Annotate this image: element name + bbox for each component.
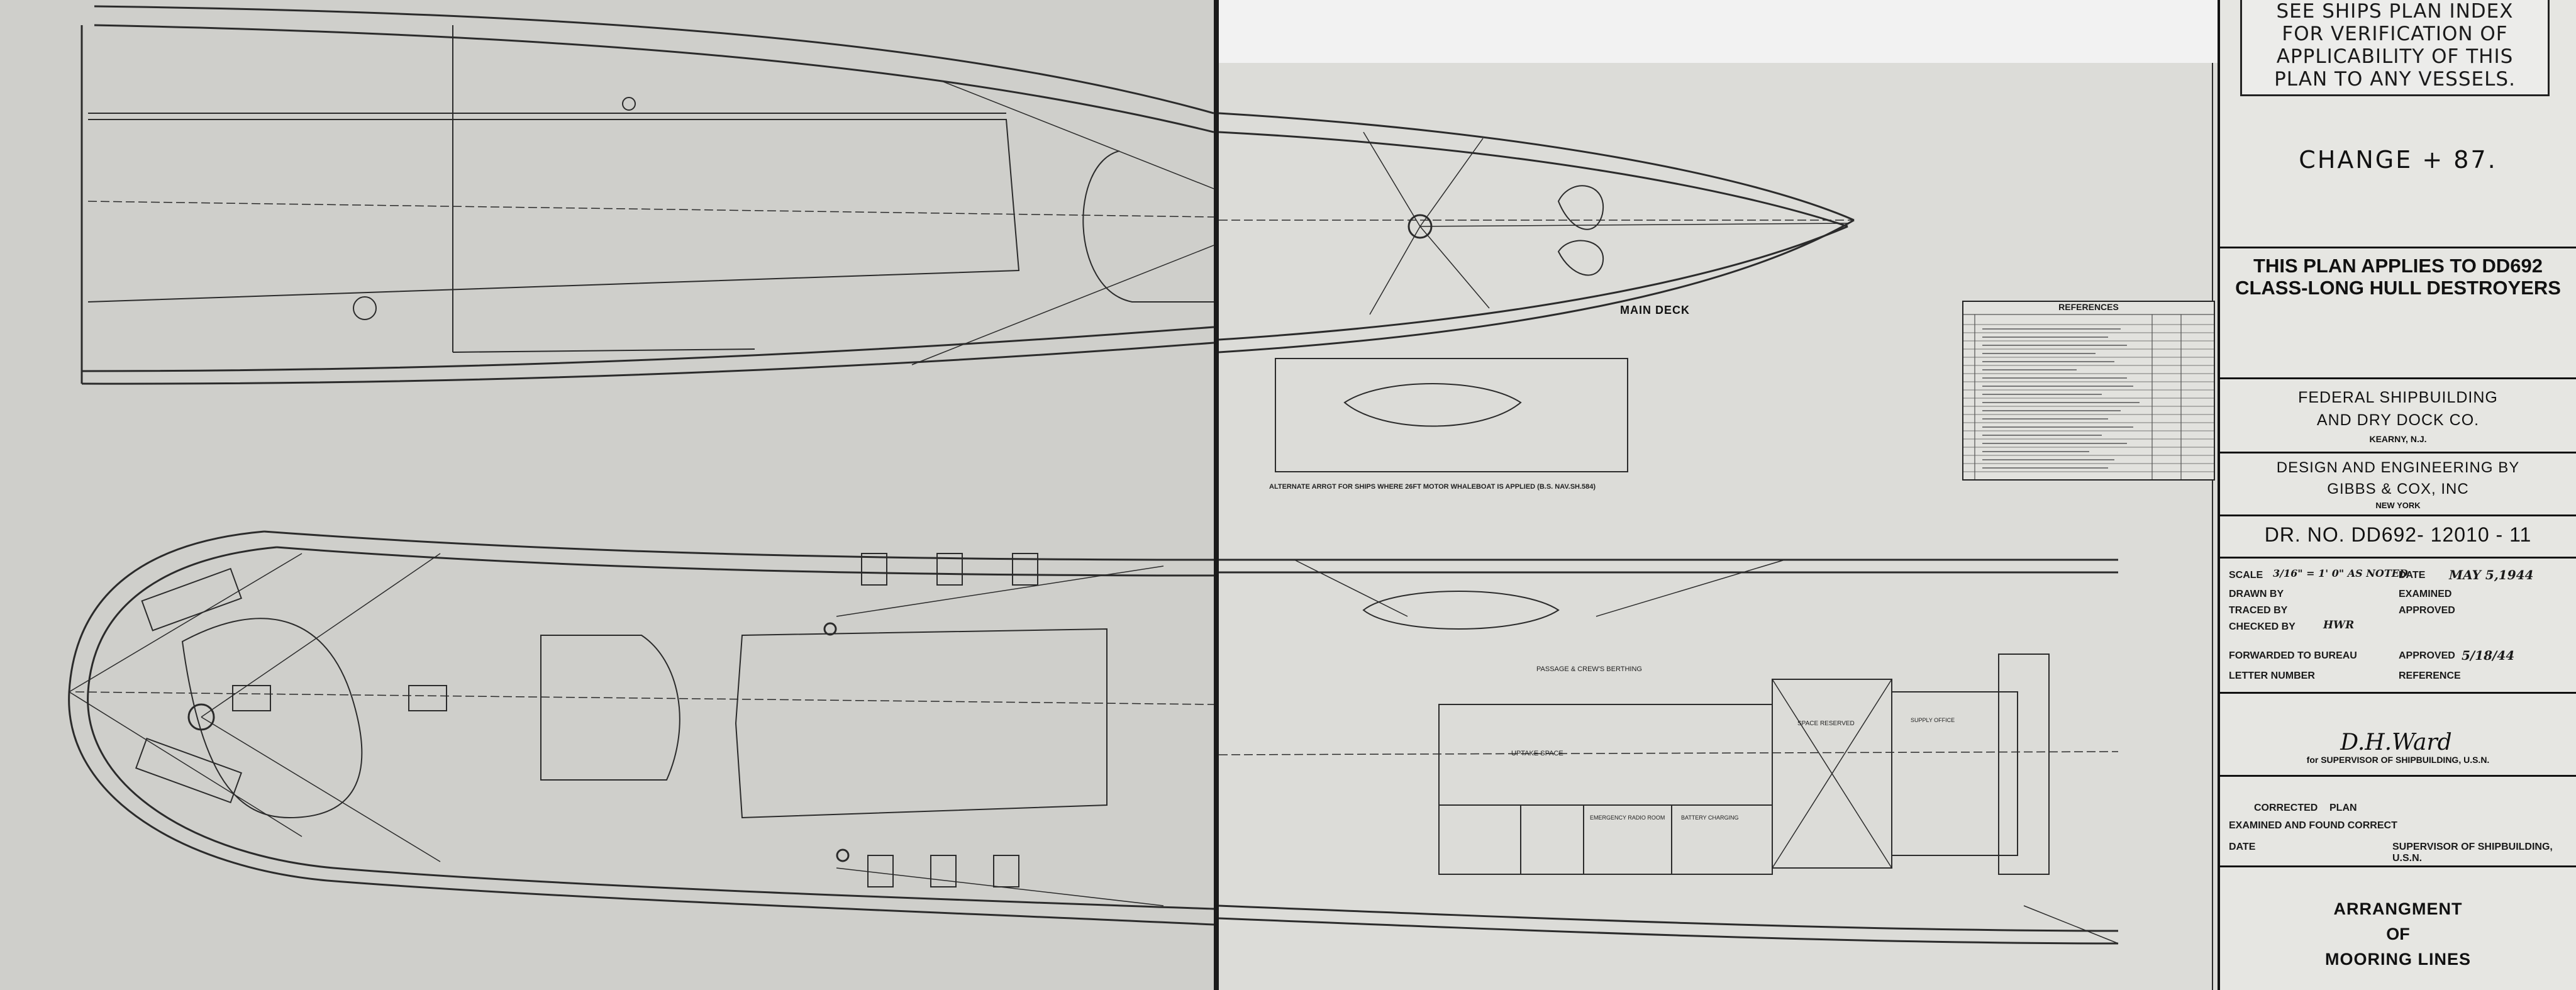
examined-label: EXAMINED xyxy=(2399,589,2452,599)
examined-found-row: EXAMINED AND FOUND CORRECT xyxy=(2229,818,2568,837)
stamp-line-1: SEE SHIPS PLAN INDEX xyxy=(2276,0,2514,23)
change-number: CHANGE + 87. xyxy=(2299,146,2497,174)
corrected-row: CORRECTED PLAN xyxy=(2229,800,2568,819)
divider xyxy=(2220,514,2576,516)
designer-city: NEW YORK xyxy=(2375,501,2421,510)
divider xyxy=(2220,377,2576,379)
references-title: REFERENCES xyxy=(2058,302,2119,312)
scale-value: 3/16" = 1' 0" AS NOTED xyxy=(2273,567,2408,579)
plan-title-line-3: MOORING LINES xyxy=(2324,950,2471,969)
blank-margin xyxy=(1219,0,2218,63)
references-table: REFERENCES xyxy=(1962,301,2215,481)
supervisor-signature: D.H.Ward xyxy=(2340,730,2452,755)
approved-label: APPROVED xyxy=(2399,605,2455,616)
traced-row: TRACED BY APPROVED xyxy=(2229,603,2568,621)
title-block: SEE SHIPS PLAN INDEX FOR VERIFICATION OF… xyxy=(2220,0,2576,990)
examined-found-label: EXAMINED AND FOUND CORRECT xyxy=(2229,820,2397,831)
letter-row: LETTER NUMBER REFERENCE xyxy=(2229,668,2568,687)
plan-title-line-2: OF xyxy=(2386,925,2410,943)
date-label: DATE xyxy=(2399,570,2426,581)
approved2-label: APPROVED xyxy=(2399,650,2455,661)
supervisor2-row: DATE SUPERVISOR OF SHIPBUILDING, U.S.N. xyxy=(2229,839,2568,864)
battery-charging-label: BATTERY CHARGING xyxy=(1681,815,1739,821)
checked-row: CHECKED BY HWR xyxy=(2229,619,2568,638)
sheet-seam xyxy=(1214,0,1219,990)
drawing-number: DR. NO. DD692- 12010 - 11 xyxy=(2264,523,2532,546)
approved2-value: 5/18/44 xyxy=(2462,648,2515,663)
divider xyxy=(2220,692,2576,694)
verification-stamp: SEE SHIPS PLAN INDEX FOR VERIFICATION OF… xyxy=(2240,0,2550,96)
corrected-label: CORRECTED xyxy=(2254,803,2318,813)
space-reserved-label: SPACE RESERVED xyxy=(1797,720,1855,727)
divider xyxy=(2220,775,2576,777)
hull-drawing-left xyxy=(68,5,1214,926)
supervisor2-label: SUPERVISOR OF SHIPBUILDING, U.S.N. xyxy=(2392,842,2553,864)
references-grid xyxy=(1963,314,2214,479)
drawn-label: DRAWN BY xyxy=(2229,589,2284,599)
designer-line-1: DESIGN AND ENGINEERING BY xyxy=(2276,459,2520,476)
date-value: MAY 5,1944 xyxy=(2449,567,2534,582)
stamp-line-2: FOR VERIFICATION OF xyxy=(2282,23,2508,45)
checked-value: HWR xyxy=(2323,619,2355,631)
emergency-radio-label: EMERGENCY RADIO ROOM xyxy=(1590,815,1665,821)
shipbuilder-city: KEARNY, N.J. xyxy=(2369,434,2427,444)
supervisor-caption: for SUPERVISOR OF SHIPBUILDING, U.S.N. xyxy=(2306,755,2490,765)
stamp-line-3: APPLICABILITY OF THIS xyxy=(2276,45,2514,68)
divider xyxy=(2220,865,2576,867)
drawn-row: DRAWN BY EXAMINED xyxy=(2229,586,2568,605)
hull-drawing-mid xyxy=(1219,63,2213,990)
applies-line-1: THIS PLAN APPLIES TO DD692 xyxy=(2253,255,2543,277)
shipbuilder-line-2: AND DRY DOCK CO. xyxy=(2316,411,2480,429)
plan-label: PLAN xyxy=(2329,803,2357,813)
uptake-space-label: UPTAKE SPACE xyxy=(1511,750,1563,757)
applies-line-2: CLASS-LONG HULL DESTROYERS xyxy=(2235,277,2561,299)
main-deck-label: MAIN DECK xyxy=(1620,304,1690,316)
title-block-border xyxy=(2218,0,2220,990)
checked-label: CHECKED BY xyxy=(2229,621,2296,632)
supply-office-label: SUPPLY OFFICE xyxy=(1911,717,1955,723)
shipbuilder-line-1: FEDERAL SHIPBUILDING xyxy=(2298,389,2498,406)
traced-label: TRACED BY xyxy=(2229,605,2288,616)
designer-line-2: GIBBS & COX, INC xyxy=(2327,481,2469,498)
stamp-line-4: PLAN TO ANY VESSELS. xyxy=(2274,68,2516,91)
drawing-sheet-left xyxy=(0,0,1214,990)
letter-label: LETTER NUMBER xyxy=(2229,670,2315,681)
plan-title-line-1: ARRANGMENT xyxy=(2333,899,2463,918)
date-short-label: DATE xyxy=(2229,842,2256,852)
alternate-arrangement-note: ALTERNATE ARRGT FOR SHIPS WHERE 26FT MOT… xyxy=(1269,483,1596,491)
scale-label: SCALE xyxy=(2229,570,2263,581)
passage-berthing-label: PASSAGE & CREW'S BERTHING xyxy=(1536,665,1642,673)
forwarded-row: FORWARDED TO BUREAU APPROVED 5/18/44 xyxy=(2229,648,2568,667)
scale-row: SCALE 3/16" = 1' 0" AS NOTED DATE MAY 5,… xyxy=(2229,567,2568,586)
forwarded-label: FORWARDED TO BUREAU xyxy=(2229,650,2357,661)
divider xyxy=(2220,247,2576,248)
divider xyxy=(2220,557,2576,559)
divider xyxy=(2220,452,2576,453)
reference-label: REFERENCE xyxy=(2399,670,2461,681)
drawing-sheet-mid: MAIN DECK ALTERNATE ARRGT FOR SHIPS WHER… xyxy=(1219,63,2218,990)
